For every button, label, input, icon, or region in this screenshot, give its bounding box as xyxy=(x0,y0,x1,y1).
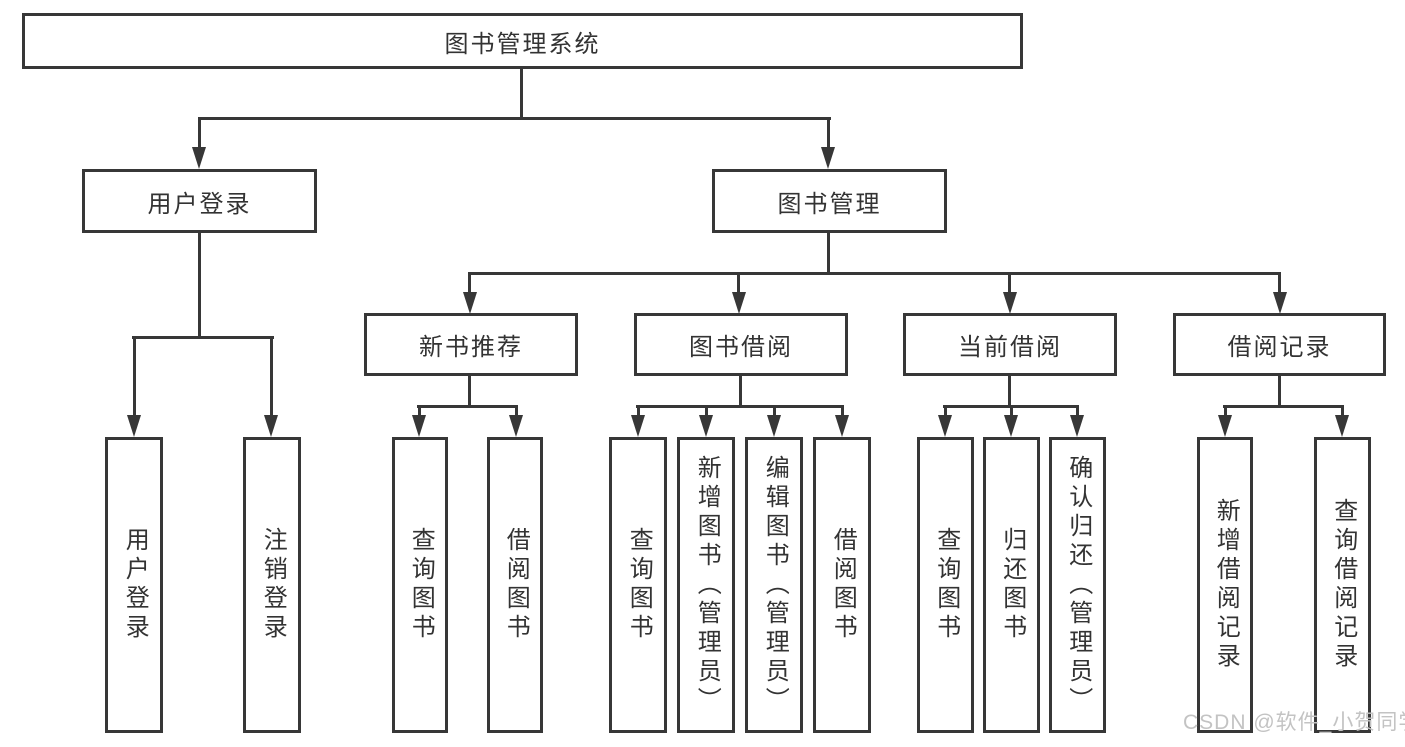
connector-arrow xyxy=(732,292,746,314)
connector-line xyxy=(827,117,830,149)
leaf-query-borrow-record: 查询借阅记录 xyxy=(1314,437,1371,733)
connector-arrow xyxy=(1070,415,1084,437)
node-current-borrow-label: 当前借阅 xyxy=(958,334,1062,361)
connector-line xyxy=(1076,405,1079,417)
leaf-add-borrow-record: 新增借阅记录 xyxy=(1197,437,1253,733)
connector-line xyxy=(133,336,136,416)
leaf-borrow-books-2-label: 借阅图书 xyxy=(829,527,857,643)
leaf-query-books-3-label: 查询图书 xyxy=(932,527,960,643)
node-new-book-recommend: 新书推荐 xyxy=(364,313,578,376)
node-borrow-records-label: 借阅记录 xyxy=(1227,334,1332,361)
connector-line xyxy=(468,374,471,406)
node-root-label: 图书管理系统 xyxy=(444,30,601,58)
connector-arrow xyxy=(264,415,278,437)
connector-line xyxy=(515,405,518,417)
connector-line xyxy=(198,117,831,120)
connector-line xyxy=(944,405,947,417)
node-book-borrow-label: 图书借阅 xyxy=(689,334,793,361)
connector-line xyxy=(132,336,274,339)
connector-arrow xyxy=(1335,415,1349,437)
connector-arrow xyxy=(1218,415,1232,437)
node-book-management: 图书管理 xyxy=(712,169,947,233)
connector-arrow xyxy=(835,415,849,437)
connector-line xyxy=(1008,374,1011,406)
connector-arrow xyxy=(938,415,952,437)
leaf-edit-books-admin: 编辑图书（管理员） xyxy=(745,437,803,733)
connector-arrow xyxy=(699,415,713,437)
connector-line xyxy=(1278,374,1281,406)
connector-line xyxy=(468,272,471,293)
connector-line xyxy=(1010,405,1013,417)
connector-line xyxy=(417,405,518,408)
connector-line xyxy=(1008,272,1011,293)
watermark: CSDN @软件_小贺同学 xyxy=(1183,711,1405,734)
leaf-user-login: 用户登录 xyxy=(105,437,163,733)
connector-line xyxy=(1341,405,1344,417)
node-user-login: 用户登录 xyxy=(82,169,317,233)
connector-line xyxy=(198,231,201,337)
leaf-return-books-label: 归还图书 xyxy=(998,527,1026,643)
connector-arrow xyxy=(509,415,523,437)
leaf-query-borrow-record-label: 查询借阅记录 xyxy=(1329,498,1357,672)
leaf-confirm-return-admin: 确认归还（管理员） xyxy=(1049,437,1106,733)
leaf-logout: 注销登录 xyxy=(243,437,301,733)
leaf-add-books-admin: 新增图书（管理员） xyxy=(677,437,735,733)
connector-arrow xyxy=(631,415,645,437)
connector-line xyxy=(1223,405,1344,408)
node-book-borrow: 图书借阅 xyxy=(634,313,848,376)
leaf-add-books-admin-label: 新增图书（管理员） xyxy=(693,454,721,716)
leaf-user-login-label: 用户登录 xyxy=(121,527,149,643)
node-borrow-records: 借阅记录 xyxy=(1173,313,1386,376)
leaf-query-books-1: 查询图书 xyxy=(392,437,448,733)
connector-line xyxy=(1278,272,1281,293)
connector-line xyxy=(270,336,273,416)
node-root: 图书管理系统 xyxy=(22,13,1023,69)
leaf-logout-label: 注销登录 xyxy=(259,527,287,643)
connector-arrow xyxy=(127,415,141,437)
connector-arrow xyxy=(1273,292,1287,314)
leaf-query-books-2-label: 查询图书 xyxy=(625,527,653,643)
connector-line xyxy=(705,405,708,417)
connector-arrow xyxy=(463,292,477,314)
connector-line xyxy=(636,405,844,408)
connector-line xyxy=(418,405,421,417)
connector-line xyxy=(773,405,776,417)
connector-arrow xyxy=(1004,415,1018,437)
connector-line xyxy=(637,405,640,417)
leaf-query-books-1-label: 查询图书 xyxy=(407,527,435,643)
connector-line xyxy=(1224,405,1227,417)
leaf-edit-books-admin-label: 编辑图书（管理员） xyxy=(761,454,789,716)
connector-arrow xyxy=(1003,292,1017,314)
connector-line xyxy=(198,117,201,149)
leaf-borrow-books-1-label: 借阅图书 xyxy=(502,527,530,643)
connector-arrow xyxy=(767,415,781,437)
node-user-login-label: 用户登录 xyxy=(147,190,252,218)
node-book-management-label: 图书管理 xyxy=(777,190,882,218)
leaf-query-books-3: 查询图书 xyxy=(917,437,974,733)
connector-arrow xyxy=(192,147,206,169)
connector-line xyxy=(737,272,740,293)
leaf-query-books-2: 查询图书 xyxy=(609,437,667,733)
node-new-book-recommend-label: 新书推荐 xyxy=(419,334,523,361)
connector-line xyxy=(468,272,1281,275)
leaf-borrow-books-1: 借阅图书 xyxy=(487,437,543,733)
connector-arrow xyxy=(821,147,835,169)
leaf-add-borrow-record-label: 新增借阅记录 xyxy=(1212,498,1240,672)
node-current-borrow: 当前借阅 xyxy=(903,313,1117,376)
connector-arrow xyxy=(412,415,426,437)
leaf-borrow-books-2: 借阅图书 xyxy=(813,437,871,733)
connector-line xyxy=(827,231,830,274)
connector-line xyxy=(841,405,844,417)
leaf-return-books: 归还图书 xyxy=(983,437,1040,733)
connector-line xyxy=(520,69,523,118)
leaf-confirm-return-admin-label: 确认归还（管理员） xyxy=(1064,454,1092,716)
connector-line xyxy=(739,374,742,406)
